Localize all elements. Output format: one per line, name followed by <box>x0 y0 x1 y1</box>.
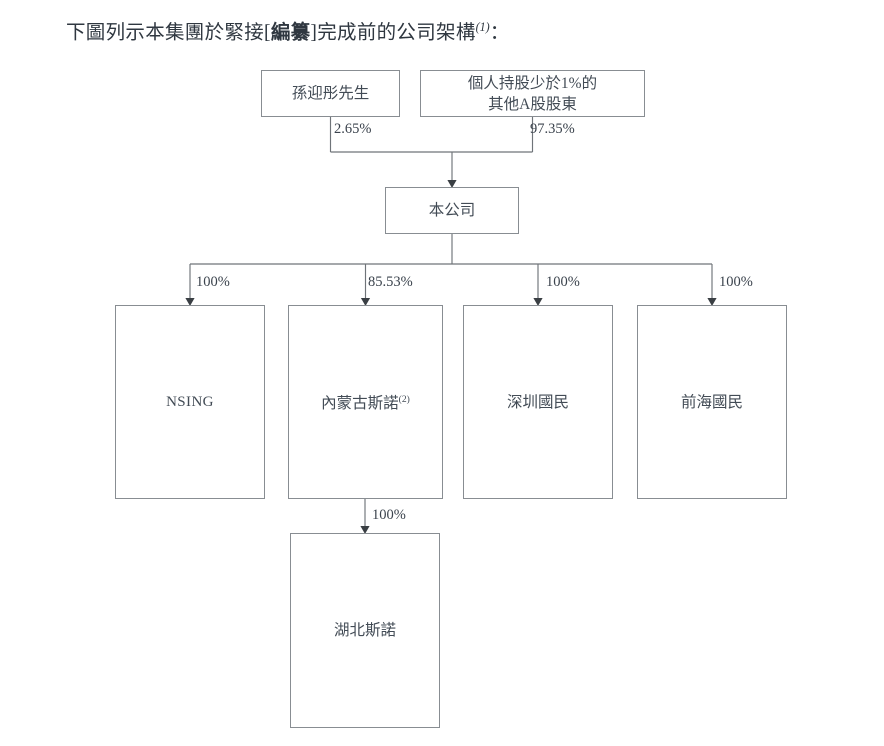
node-box-company: 本公司 <box>385 187 519 234</box>
edge-percentage-edge-other-a-to-company: 97.35% <box>530 121 575 137</box>
title-prefix: 下圖列示本集團於緊接 <box>66 22 265 44</box>
node-label-shenzhen-guomin: 深圳國民 <box>506 393 569 411</box>
title-bracket-emphasis: 編纂 <box>270 22 311 44</box>
title-bracket-close: ] <box>310 22 318 44</box>
node-box-nsing: NSING <box>115 305 265 499</box>
node-label-inner-mongolia-sinuo: 內蒙古斯諾(2) <box>321 394 410 413</box>
node-label-hubei-sinuo: 湖北斯諾 <box>333 622 396 639</box>
edge-percentage-edge-company-to-nsing: 100% <box>196 274 230 290</box>
node-box-shareholder-other-a-shares: 個人持股少於1%的 其他A股股東 <box>420 70 645 117</box>
title-bracket-open: [ <box>264 22 271 44</box>
title-colon: ： <box>489 22 510 44</box>
node-box-hubei-sinuo: 湖北斯諾 <box>290 533 440 728</box>
node-label-company: 本公司 <box>428 202 476 219</box>
node-box-inner-mongolia-sinuo: 內蒙古斯諾(2) <box>288 305 443 499</box>
title-footnote-marker: (1) <box>475 20 490 34</box>
edge-percentage-edge-inner-mongolia-to-hubei: 100% <box>372 507 406 523</box>
node-box-qianhai-guomin: 前海國民 <box>637 305 787 499</box>
node-box-shareholder-individual: 孫迎彤先生 <box>261 70 400 117</box>
title-suffix: 完成前的公司架構 <box>317 22 476 44</box>
page-title: 下圖列示本集團於緊接[編纂]完成前的公司架構(1)： <box>66 12 856 49</box>
edge-percentage-edge-company-to-shenzhen: 100% <box>546 274 580 290</box>
node-label-qianhai-guomin: 前海國民 <box>680 393 743 411</box>
node-label-shareholder-individual: 孫迎彤先生 <box>291 85 370 102</box>
edge-percentage-edge-company-to-inner-mongolia: 85.53% <box>368 274 413 290</box>
edge-percentage-edge-sun-to-company: 2.65% <box>334 121 372 137</box>
node-label-nsing: NSING <box>166 393 214 410</box>
node-label-shareholder-other-a-shares: 個人持股少於1%的 其他A股股東 <box>467 74 598 113</box>
node-footnote-marker-inner-mongolia-sinuo: (2) <box>398 394 410 406</box>
node-box-shenzhen-guomin: 深圳國民 <box>463 305 613 499</box>
edge-percentage-edge-company-to-qianhai: 100% <box>719 274 753 290</box>
